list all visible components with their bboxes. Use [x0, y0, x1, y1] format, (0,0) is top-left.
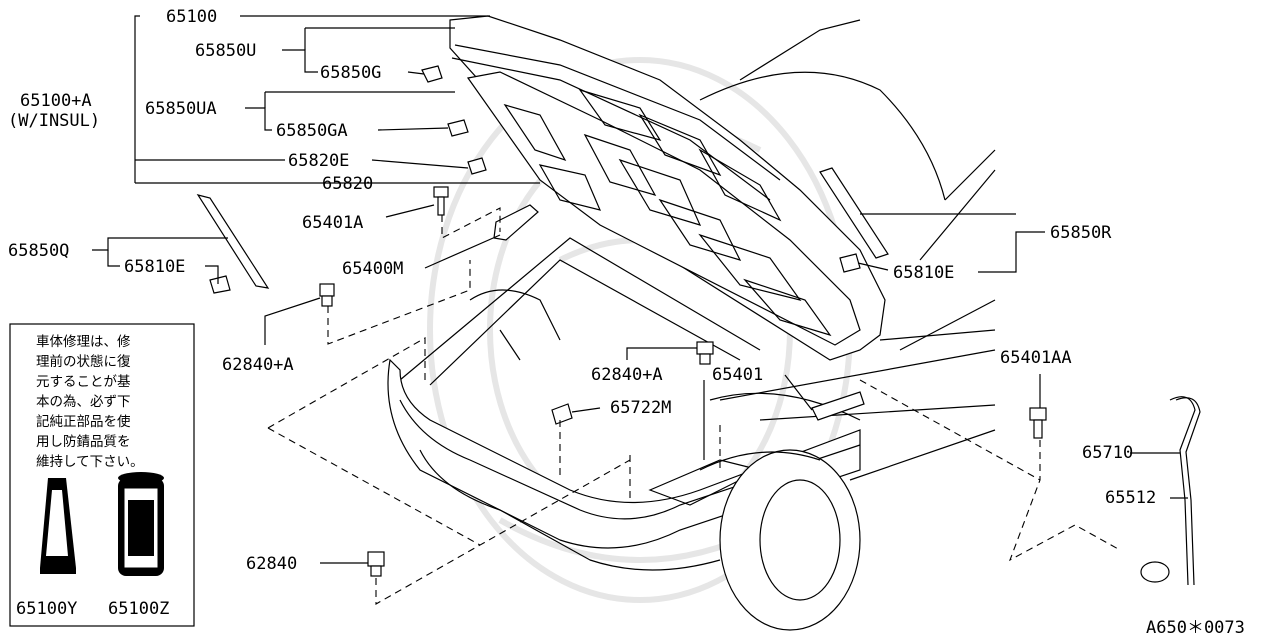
note-line-5: 記純正部品を使	[36, 413, 131, 430]
label-65100: 65100	[166, 7, 217, 27]
front-tire	[719, 449, 861, 631]
switch-65722m-icon	[551, 403, 573, 425]
label-65722m: 65722M	[610, 398, 671, 418]
bolt-65401a-icon	[433, 186, 449, 216]
label-62840a-left: 62840+A	[222, 355, 294, 375]
grommet-65512-icon	[1140, 561, 1170, 583]
label-62840a-center: 62840+A	[591, 365, 663, 385]
label-65850q: 65850Q	[8, 241, 69, 261]
clip-65820e-icon	[467, 157, 487, 175]
clip-65810e-right-icon	[839, 253, 861, 273]
leader-lines	[92, 15, 1188, 564]
spray-can-icon	[118, 472, 164, 576]
label-65850ua: 65850UA	[145, 99, 217, 119]
label-w-insul: (W/INSUL)	[8, 111, 100, 131]
label-65850r: 65850R	[1050, 223, 1112, 243]
label-65400m: 65400M	[342, 259, 403, 279]
note-line-3: 元することが基	[36, 373, 131, 390]
hood-stay-65710-icon	[1169, 396, 1196, 586]
sealant-tube-icon	[40, 478, 76, 574]
label-65810e-right: 65810E	[893, 263, 954, 283]
label-62840: 62840	[246, 554, 297, 574]
label-65810e-left: 65810E	[124, 257, 185, 277]
clip-65850g-icon	[421, 65, 443, 83]
label-65850ga: 65850GA	[276, 121, 348, 141]
bolt-65401aa-icon	[1029, 407, 1047, 439]
label-65401aa: 65401AA	[1000, 348, 1072, 368]
repair-note-box: 車体修理は、修 理前の状態に復 元することが基 本の為、必ず下 記純正部品を使 …	[9, 323, 195, 627]
hood-inner-frame	[466, 71, 861, 346]
note-line-6: 用し防錆品質を	[36, 433, 131, 450]
label-65850u: 65850U	[195, 41, 256, 61]
label-65401: 65401	[712, 365, 763, 385]
catalog-code: A650＊0073	[1146, 618, 1245, 638]
label-65820e: 65820E	[288, 151, 349, 171]
clip-65810e-left-icon	[209, 275, 231, 294]
seal-65850q-icon	[196, 194, 270, 289]
hood-lock-65400m-icon	[493, 204, 539, 241]
note-line-7: 維持して下さい。	[36, 454, 144, 470]
note-line-1: 車体修理は、修	[36, 334, 131, 350]
note-line-4: 本の為、必ず下	[36, 394, 131, 410]
hood-frame-openings	[503, 88, 832, 337]
note-line-2: 理前の状態に復	[36, 353, 131, 370]
label-65512: 65512	[1105, 488, 1156, 508]
label-65100z: 65100Z	[108, 599, 169, 619]
label-65100y: 65100Y	[16, 599, 77, 619]
label-65401a: 65401A	[302, 213, 363, 233]
vehicle-body	[387, 15, 996, 631]
label-65850g: 65850G	[320, 63, 381, 83]
part-labels: 65100 65850U 65850G 65100+A (W/INSUL) 65…	[8, 7, 1245, 638]
assembly-dashed-lines	[267, 207, 1121, 605]
striker-65401-icon	[811, 391, 865, 421]
label-65100a: 65100+A	[20, 91, 92, 111]
bumper-rubber-62840a-center-icon	[696, 341, 714, 365]
bumper-rubber-62840a-left-icon	[319, 283, 335, 307]
label-65820: 65820	[322, 174, 373, 194]
bumper-rubber-62840-icon	[367, 551, 385, 577]
clip-65850ga-icon	[447, 119, 469, 137]
small-parts	[196, 65, 1201, 586]
label-65710: 65710	[1082, 443, 1133, 463]
seal-65850r-icon	[819, 167, 889, 259]
